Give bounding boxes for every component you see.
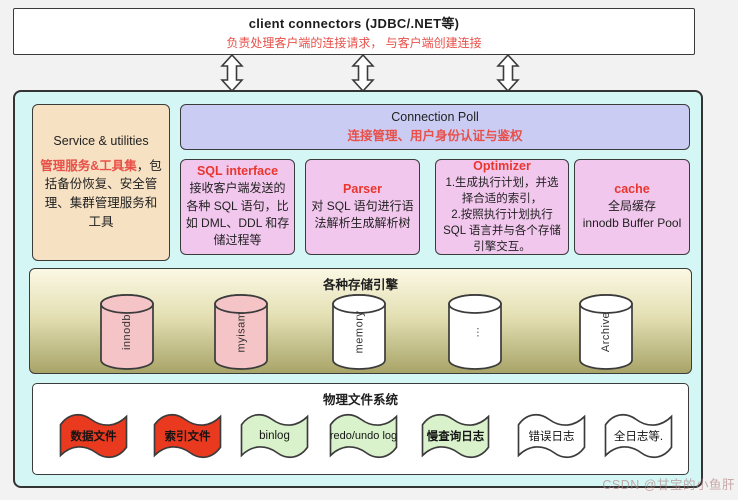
client-connectors-box: client connectors (JDBC/.NET等) 负责处理客户端的连… [13, 8, 695, 55]
cylinder-icon [332, 294, 386, 370]
connection-pool-box: Connection Poll 连接管理、用户身份认证与鉴权 [180, 104, 690, 150]
connection-pool-subtitle: 连接管理、用户身份认证与鉴权 [347, 129, 523, 143]
sql-interface-box: SQL interface 接收客户端发送的各种 SQL 语句，比如 DML、D… [180, 159, 295, 255]
physical-files-section: 物理文件系统 数据文件 索引文件 binlog [32, 383, 689, 475]
service-utilities-highlight: 管理服务&工具集 [40, 158, 137, 173]
client-connectors-title: client connectors (JDBC/.NET等) [248, 15, 460, 31]
cylinder-icon [214, 294, 268, 370]
cylinder-icon [579, 294, 633, 370]
wave-flag-icon [421, 413, 490, 459]
client-connectors-subtitle: 负责处理客户端的连接请求， 与客户端创建连接 [226, 35, 482, 50]
engine-cylinder-others: ... [447, 293, 503, 371]
wave-flag-icon [517, 413, 586, 459]
cache-box: cache 全局缓存 innodb Buffer Pool [574, 159, 690, 255]
sql-interface-title: SQL interface [196, 164, 279, 179]
optimizer-box: Optimizer 1.生成执行计划，并选择合适的索引， 2.按照执行计划执行 … [435, 159, 569, 255]
file-flag-slow-query-log: 慢查询日志 [418, 408, 493, 464]
wave-flag-icon [329, 413, 398, 459]
wave-flag-icon [59, 413, 128, 459]
optimizer-description: 1.生成执行计划，并选择合适的索引， 2.按照执行计划执行 SQL 语言并与各个… [443, 176, 561, 254]
cache-title: cache [614, 181, 650, 196]
wave-flag-icon [604, 413, 673, 459]
file-flag-index: 索引文件 [150, 408, 225, 464]
parser-title: Parser [343, 181, 382, 196]
cylinder-icon [100, 294, 154, 370]
file-flag-data: 数据文件 [56, 408, 131, 464]
file-flag-error-log: 错误日志 [514, 408, 589, 464]
mysql-server-container: Service & utilities 管理服务&工具集，包括备份恢复、安全管理… [13, 90, 703, 488]
connection-arrows [220, 54, 520, 92]
double-arrow-icon [220, 54, 244, 92]
service-utilities-description: 管理服务&工具集，包括备份恢复、安全管理、集群管理服务和工具 [39, 157, 163, 232]
double-arrow-icon [351, 54, 375, 92]
parser-description: 对 SQL 语句进行语法解析生成解析树 [311, 198, 414, 230]
service-utilities-body: ，包括备份恢复、安全管理、集群管理服务和工具 [44, 158, 162, 229]
wave-flag-icon [153, 413, 222, 459]
cache-description: 全局缓存 innodb Buffer Pool [582, 198, 682, 230]
watermark: CSDN @甘宝的小鱼肝 [602, 478, 735, 492]
file-flag-redo-undo-log: redo/undo log [326, 408, 401, 464]
storage-engines-section: 各种存储引擎 innodb myisam [29, 268, 692, 374]
engine-cylinder-archive: Archive [578, 293, 634, 371]
double-arrow-icon [496, 54, 520, 92]
sql-interface-description: 接收客户端发送的各种 SQL 语句，比如 DML、DDL 和存储过程等 [185, 181, 290, 248]
physical-files-title: 物理文件系统 [322, 393, 398, 407]
cylinder-icon [448, 294, 502, 370]
wave-flag-icon [240, 413, 309, 459]
engine-cylinder-memory: memory [331, 293, 387, 371]
file-flag-binlog: binlog [237, 408, 312, 464]
connection-pool-title: Connection Poll [391, 110, 479, 124]
engine-cylinder-innodb: innodb [99, 293, 155, 371]
parser-box: Parser 对 SQL 语句进行语法解析生成解析树 [305, 159, 420, 255]
engine-cylinder-myisam: myisam [213, 293, 269, 371]
file-flag-general-log: 全日志等. [601, 408, 676, 464]
service-utilities-title: Service & utilities [53, 133, 149, 148]
optimizer-title: Optimizer [473, 158, 531, 173]
service-utilities-box: Service & utilities 管理服务&工具集，包括备份恢复、安全管理… [32, 104, 170, 261]
storage-engines-title: 各种存储引擎 [322, 278, 398, 292]
